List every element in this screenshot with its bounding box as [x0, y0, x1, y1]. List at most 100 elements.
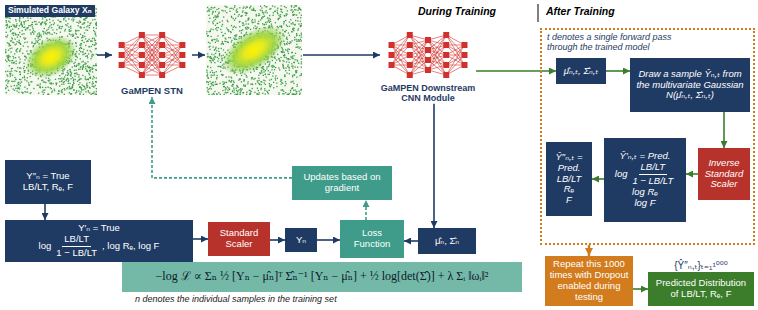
noise-dot [8, 55, 9, 56]
noise-dot [211, 57, 212, 58]
noise-dot [61, 80, 62, 81]
noise-dot [230, 76, 231, 77]
noise-dot [218, 66, 219, 67]
noise-dot [85, 66, 86, 67]
noise-dot [84, 36, 85, 37]
noise-dot [214, 72, 215, 73]
noise-dot [239, 7, 240, 8]
noise-dot [78, 80, 79, 81]
noise-dot [87, 30, 88, 31]
noise-dot [5, 17, 6, 18]
noise-dot [209, 46, 210, 47]
noise-dot [18, 28, 19, 29]
noise-dot [69, 83, 70, 84]
noise-dot [212, 85, 213, 86]
noise-dot [19, 61, 20, 62]
noise-dot [254, 21, 255, 22]
noise-dot [82, 35, 83, 36]
noise-dot [77, 36, 78, 37]
noise-dot [15, 79, 16, 80]
noise-dot [19, 40, 20, 41]
noise-dot [7, 82, 8, 83]
noise-dot [25, 91, 26, 92]
noise-dot [296, 91, 297, 92]
noise-dot [61, 92, 62, 93]
noise-dot [69, 92, 70, 93]
noise-dot [209, 81, 210, 82]
noise-dot [60, 21, 61, 22]
noise-dot [39, 39, 40, 40]
noise-dot [48, 94, 49, 95]
noise-dot [27, 46, 28, 47]
noise-dot [258, 23, 259, 24]
noise-dot [274, 58, 275, 59]
noise-dot [8, 60, 9, 61]
noise-dot [245, 13, 246, 14]
noise-dot [29, 25, 30, 26]
noise-dot [74, 76, 75, 77]
noise-dot [220, 94, 221, 95]
noise-dot [218, 58, 219, 59]
noise-dot [11, 68, 12, 69]
noise-dot [5, 71, 6, 72]
noise-dot [269, 86, 270, 87]
noise-dot [80, 21, 81, 22]
noise-dot [85, 91, 86, 92]
noise-dot [252, 83, 253, 84]
noise-dot [258, 78, 259, 79]
noise-dot [19, 32, 20, 33]
noise-dot [86, 84, 87, 85]
noise-dot [9, 44, 10, 45]
noise-dot [219, 22, 220, 23]
noise-dot [25, 38, 26, 39]
noise-dot [23, 37, 24, 38]
noise-dot [63, 79, 64, 80]
noise-dot [62, 73, 63, 74]
noise-dot [79, 94, 80, 95]
noise-dot [79, 44, 80, 45]
noise-dot [225, 41, 226, 42]
noise-dot [22, 77, 23, 78]
noise-dot [282, 51, 283, 52]
noise-dot [83, 22, 84, 23]
noise-dot [20, 79, 21, 80]
noise-dot [10, 18, 11, 19]
noise-dot [272, 67, 273, 68]
noise-dot [7, 55, 8, 56]
noise-dot [214, 49, 215, 50]
noise-dot [79, 86, 80, 87]
noise-dot [51, 34, 52, 35]
noise-dot [49, 19, 50, 20]
noise-dot [237, 86, 238, 87]
noise-dot [21, 92, 22, 93]
noise-dot [14, 25, 15, 26]
noise-dot [248, 17, 249, 18]
noise-dot [224, 83, 225, 84]
noise-dot [231, 77, 232, 78]
noise-dot [31, 81, 32, 82]
noise-dot [24, 70, 25, 71]
noise-dot [20, 44, 21, 45]
noise-dot [48, 80, 49, 81]
noise-dot [286, 14, 287, 15]
noise-dot [30, 32, 31, 33]
noise-dot [297, 46, 298, 47]
noise-dot [281, 52, 282, 53]
noise-dot [71, 88, 72, 89]
noise-dot [293, 62, 294, 63]
noise-dot [233, 80, 234, 81]
noise-dot [285, 67, 286, 68]
noise-dot [88, 53, 89, 54]
noise-dot [85, 38, 86, 39]
noise-dot [95, 48, 96, 49]
noise-dot [5, 87, 6, 88]
noise-dot [70, 28, 71, 29]
noise-dot [239, 26, 240, 27]
noise-dot [78, 63, 79, 64]
noise-dot [284, 6, 285, 7]
noise-dot [16, 41, 17, 42]
noise-dot [5, 80, 6, 81]
noise-dot [258, 94, 259, 95]
noise-dot [14, 26, 15, 27]
noise-dot [70, 74, 71, 75]
